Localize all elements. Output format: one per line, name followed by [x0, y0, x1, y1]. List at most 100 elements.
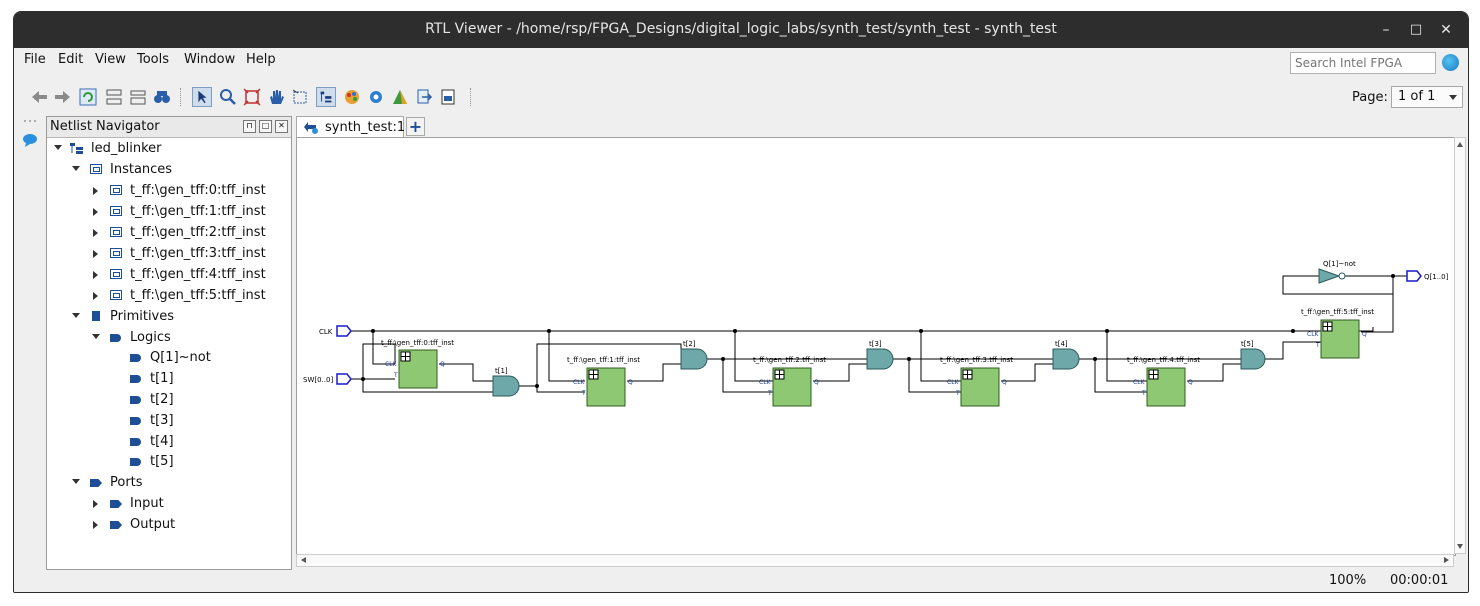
zoom-icon[interactable]	[218, 87, 238, 107]
export-icon[interactable]	[414, 87, 434, 107]
menu-view[interactable]: View	[95, 52, 126, 67]
netlist-icon[interactable]	[316, 87, 336, 107]
sw-port-icon[interactable]	[336, 373, 352, 385]
tree-item-logic[interactable]: t[2]	[47, 390, 287, 410]
fit-icon[interactable]	[242, 87, 262, 107]
settings-icon[interactable]	[366, 87, 386, 107]
logic-gate-icon	[130, 438, 141, 446]
tree-item-primitives[interactable]: Primitives	[47, 307, 287, 327]
tree-item-instance[interactable]: t_ff:\gen_tff:0:tff_inst	[47, 181, 287, 201]
tree-item-instance[interactable]: t_ff:\gen_tff:4:tff_inst	[47, 265, 287, 285]
page-select[interactable]: 1 of 1	[1391, 86, 1463, 108]
print-icon[interactable]	[438, 87, 458, 107]
instance-icon	[110, 290, 122, 300]
back-icon[interactable]	[30, 87, 50, 107]
refresh-icon[interactable]	[78, 87, 98, 107]
forward-icon[interactable]	[52, 87, 72, 107]
float-icon[interactable]: □	[259, 120, 272, 133]
and-gate-t1[interactable]: t[1]	[492, 367, 520, 397]
tab-synth-test[interactable]: synth_test:1	[296, 116, 405, 137]
menu-help[interactable]: Help	[246, 52, 276, 67]
menu-tools[interactable]: Tools	[137, 52, 170, 67]
menu-edit[interactable]: Edit	[58, 52, 84, 67]
tree-item-ports[interactable]: Ports	[47, 473, 287, 493]
tree-item-logics[interactable]: Logics	[47, 328, 287, 348]
chevron-right-icon[interactable]	[93, 187, 98, 195]
chevron-right-icon[interactable]	[93, 292, 98, 300]
chevron-right-icon[interactable]	[93, 521, 98, 529]
page-label: Page:	[1352, 90, 1388, 105]
tree-item-logic[interactable]: t[1]	[47, 369, 287, 389]
chevron-right-icon[interactable]	[93, 208, 98, 216]
tree-item-instance[interactable]: t_ff:\gen_tff:1:tff_inst	[47, 202, 287, 222]
chevron-down-icon	[1449, 95, 1457, 100]
minimize-button[interactable]: –	[1382, 22, 1390, 38]
tree-item-port-group[interactable]: Input	[47, 494, 287, 514]
tree-item-logic[interactable]: t[5]	[47, 452, 287, 472]
tree-item-root[interactable]: led_blinker	[47, 139, 287, 159]
title-bar: RTL Viewer - /home/rsp/FPGA_Designs/digi…	[14, 12, 1468, 48]
and-gate-t3[interactable]: t[3]	[866, 340, 894, 370]
color-icon[interactable]	[342, 87, 362, 107]
tree-item-instance[interactable]: t_ff:\gen_tff:3:tff_inst	[47, 244, 287, 264]
menu-bar: File Edit View Tools Window Help	[14, 48, 1468, 74]
chevron-right-icon[interactable]	[93, 250, 98, 258]
tree-item-instances[interactable]: Instances	[47, 160, 287, 180]
chevron-down-icon[interactable]	[54, 145, 62, 150]
area-select-icon[interactable]	[290, 87, 310, 107]
find-icon[interactable]	[152, 87, 172, 107]
port-icon	[110, 500, 122, 508]
chevron-down-icon[interactable]	[72, 479, 80, 484]
horizontal-scrollbar[interactable]	[296, 554, 1454, 567]
hierarchy-down-icon[interactable]	[128, 87, 148, 107]
not-gate[interactable]	[1318, 268, 1341, 284]
ff-pin-clk: CLK	[947, 379, 960, 386]
scroll-down-icon[interactable]	[1457, 544, 1463, 549]
tree-item-logic[interactable]: t[4]	[47, 432, 287, 452]
ff-4[interactable]: CLK T Q t_ff:\gen_tff:4:tff_inst	[1127, 356, 1200, 407]
clk-port-icon[interactable]	[336, 325, 352, 337]
filter-icon[interactable]	[390, 87, 410, 107]
chat-icon[interactable]	[22, 132, 38, 148]
and-gate-t2[interactable]: t[2]	[680, 340, 708, 370]
scroll-right-icon[interactable]	[1444, 557, 1449, 563]
and-gate-t5[interactable]: t[5]	[1240, 340, 1266, 370]
maximize-button[interactable]: □	[1409, 22, 1423, 37]
grip-icon[interactable]	[22, 118, 38, 128]
select-icon[interactable]	[192, 87, 212, 107]
menu-file[interactable]: File	[24, 52, 46, 67]
globe-icon[interactable]	[1442, 54, 1459, 71]
tree-item-instance[interactable]: t_ff:\gen_tff:2:tff_inst	[47, 223, 287, 243]
q-port-icon[interactable]	[1406, 270, 1422, 282]
add-tab-button[interactable]: +	[406, 117, 425, 136]
logic-gate-icon	[110, 334, 121, 342]
chevron-right-icon[interactable]	[93, 500, 98, 508]
chevron-right-icon[interactable]	[93, 229, 98, 237]
tree-item-port-group[interactable]: Output	[47, 515, 287, 535]
hierarchy-up-icon[interactable]	[104, 87, 124, 107]
scroll-up-icon[interactable]	[1457, 142, 1463, 147]
ff-2[interactable]: CLK T Q t_ff:\gen_tff:2:tff_inst	[753, 356, 826, 407]
vertical-scrollbar[interactable]	[1454, 137, 1466, 554]
schematic-canvas[interactable]: CLK SW[0..0] Q[1..0] Q[1]~not CLK T Q t_…	[296, 137, 1456, 556]
and-gate-t4[interactable]: t[4]	[1052, 340, 1080, 370]
close-icon[interactable]: ✕	[275, 120, 288, 133]
tree-item-logic[interactable]: t[3]	[47, 411, 287, 431]
search-input[interactable]	[1290, 52, 1436, 74]
menu-window[interactable]: Window	[184, 52, 236, 67]
scroll-left-icon[interactable]	[301, 557, 306, 563]
chevron-right-icon[interactable]	[93, 271, 98, 279]
ff-3[interactable]: CLK T Q t_ff:\gen_tff:3:tff_inst	[940, 356, 1013, 407]
tree-item-instance[interactable]: t_ff:\gen_tff:5:tff_inst	[47, 286, 287, 306]
chevron-down-icon[interactable]	[92, 334, 100, 339]
ff-1[interactable]: CLK T Q t_ff:\gen_tff:1:tff_inst	[567, 356, 640, 407]
chevron-down-icon[interactable]	[72, 313, 80, 318]
instance-icon	[110, 206, 122, 216]
pin-icon[interactable]: ⊓	[243, 120, 256, 133]
chevron-down-icon[interactable]	[72, 166, 80, 171]
tree-item-logic[interactable]: Q[1]~not	[47, 348, 287, 368]
hand-icon[interactable]	[266, 87, 286, 107]
ff-5[interactable]: CLK T Q t_ff:\gen_tff:5:tff_inst	[1301, 308, 1374, 359]
close-button[interactable]: ✕	[1440, 22, 1452, 38]
ff-0[interactable]: CLK T Q t_ff:\gen_tff:0:tff_inst	[381, 339, 454, 389]
